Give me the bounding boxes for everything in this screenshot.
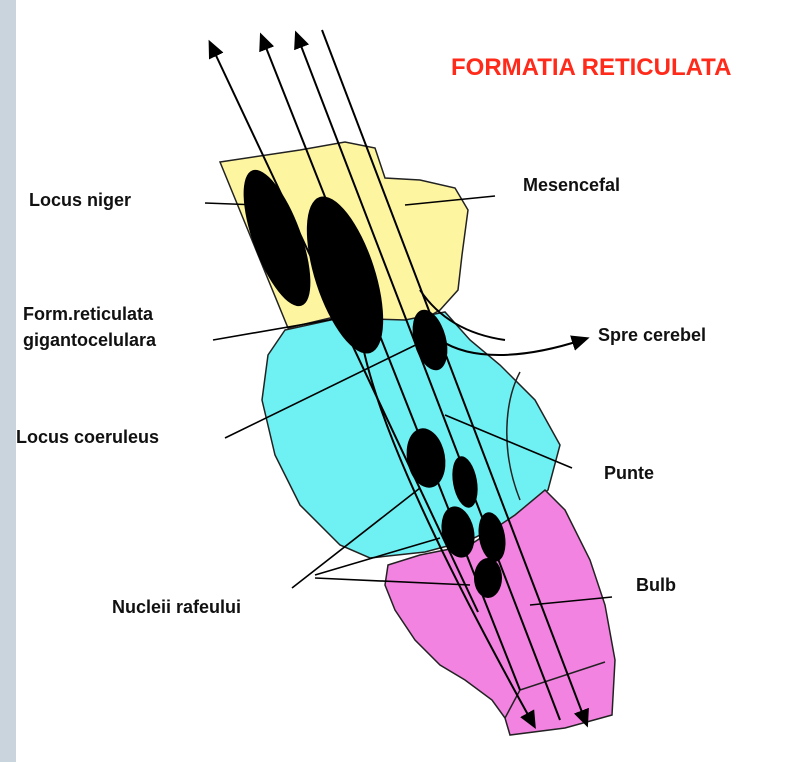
label-form-reticulata-line2: gigantocelulara: [23, 330, 156, 351]
label-locus-coeruleus: Locus coeruleus: [16, 427, 159, 448]
label-punte: Punte: [604, 463, 654, 484]
label-spre-cerebel: Spre cerebel: [598, 325, 706, 346]
label-nucleii-rafeului: Nucleii rafeului: [112, 597, 241, 618]
raphe-nucleus-5: [474, 558, 502, 598]
diagram-title: FORMATIA RETICULATA: [451, 54, 731, 82]
label-locus-niger: Locus niger: [29, 190, 131, 211]
label-form-reticulata-line1: Form.reticulata: [23, 304, 153, 325]
label-bulb: Bulb: [636, 575, 676, 596]
label-mesencefal: Mesencefal: [523, 175, 620, 196]
